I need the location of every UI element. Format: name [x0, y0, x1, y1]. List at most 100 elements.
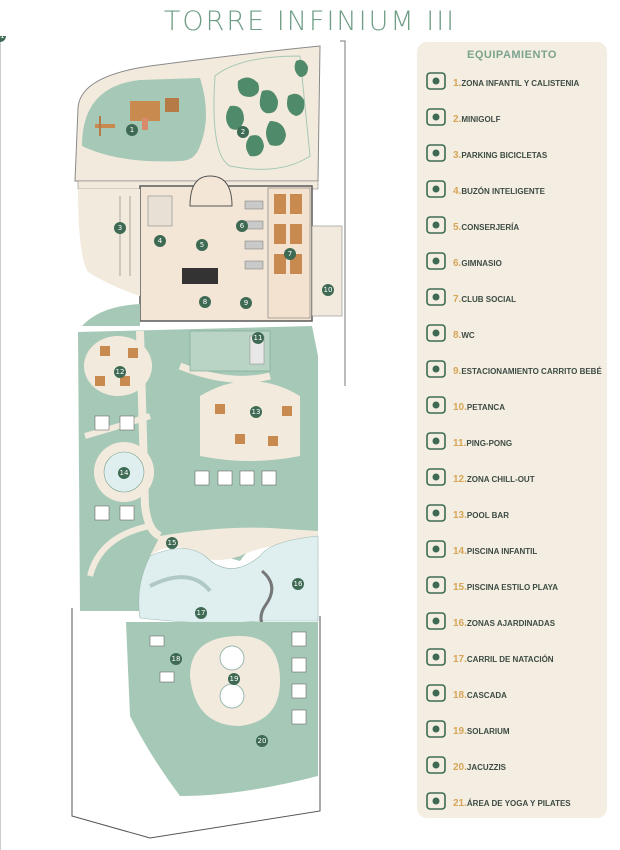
- legend-item-label: 6.GIMNASIO: [453, 258, 502, 269]
- map-marker-20: 20: [256, 735, 268, 747]
- stroller-icon: [423, 356, 453, 387]
- svg-text:1: 1: [130, 126, 134, 134]
- map-marker-19: 19: [228, 673, 240, 685]
- legend-item-number: 16.: [453, 617, 467, 629]
- legend-item-label: 14.PISCINA INFANTIL: [453, 546, 537, 557]
- map-marker-2: 2: [237, 126, 249, 138]
- svg-text:16: 16: [294, 580, 303, 588]
- legend-item-text: PISCINA INFANTIL: [466, 546, 538, 556]
- legend-item-text: PARKING BICICLETAS: [461, 150, 548, 160]
- legend-item-number: 9.: [453, 365, 462, 377]
- legend-item-number: 12.: [453, 473, 467, 485]
- legend-item-text: POOL BAR: [466, 510, 509, 520]
- mailbox-icon: [423, 176, 453, 207]
- stair-block: [147, 195, 173, 227]
- restroom-icon: [423, 320, 453, 351]
- svg-text:17: 17: [197, 609, 206, 617]
- map-marker-3: 3: [114, 222, 126, 234]
- petanca-court: [311, 225, 343, 317]
- map-marker-18: 18: [170, 653, 182, 665]
- legend-item-number: 7.: [453, 293, 462, 305]
- svg-text:10: 10: [324, 286, 333, 294]
- legend-item-number: 18.: [453, 689, 467, 701]
- legend-item-label: 19.SOLARIUM: [453, 726, 510, 737]
- sun-lounger-icon: [423, 716, 453, 747]
- legend-item-number: 19.: [453, 725, 467, 737]
- waterfall-icon: [423, 680, 453, 711]
- legend-item: 8.WC: [423, 320, 605, 350]
- legend-item-number: 20.: [453, 761, 467, 773]
- legend-item-text: CLUB SOCIAL: [461, 294, 517, 304]
- legend-item-label: 13.POOL BAR: [453, 510, 509, 521]
- map-marker-6: 6: [236, 220, 248, 232]
- legend-item-label: 9.ESTACIONAMIENTO CARRITO BEBÉ: [453, 366, 602, 377]
- chill-out-furniture: [95, 346, 138, 386]
- jacuzzi-icon: [423, 752, 453, 783]
- dumbbell-icon: [423, 248, 453, 279]
- legend-item-label: 8.WC: [453, 330, 475, 341]
- legend-item-label: 20.JACUZZIS: [453, 762, 506, 773]
- legend-item: 20.JACUZZIS: [423, 752, 605, 782]
- gym-equipment: [244, 200, 264, 270]
- legend-item-label: 3.PARKING BICICLETAS: [453, 150, 547, 161]
- lotus-icon: [423, 788, 453, 819]
- legend-item-label: 16.ZONAS AJARDINADAS: [453, 618, 555, 629]
- legend-item: 4.BUZÓN INTELIGENTE: [423, 176, 605, 206]
- waterfall: [149, 575, 212, 593]
- svg-text:20: 20: [258, 737, 267, 745]
- legend-item: 13.POOL BAR: [423, 500, 605, 530]
- legend-item-label: 5.CONSERJERÍA: [453, 222, 519, 233]
- playground-equipment: [95, 98, 179, 136]
- legend-item: 10.PETANCA: [423, 392, 605, 422]
- svg-text:21: 21: [0, 36, 4, 40]
- legend-item-number: 1.: [453, 77, 462, 89]
- svg-text:13: 13: [252, 408, 261, 416]
- legend-item: 7.CLUB SOCIAL: [423, 284, 605, 314]
- legend-item-text: PING-PONG: [466, 438, 513, 448]
- pool-bar-area: [200, 381, 300, 461]
- map-marker-8: 8: [199, 296, 211, 308]
- legend-item-text: CASCADA: [466, 690, 507, 700]
- entrance-rotunda: [189, 175, 233, 207]
- pool-bar-tables: [215, 404, 292, 446]
- legend-item-text: WC: [461, 330, 475, 340]
- legend-item-label: 11.PING-PONG: [453, 438, 512, 449]
- site-plan-map: 123456789101112131415161718192021: [0, 36, 346, 850]
- legend-item-label: 18.CASCADA: [453, 690, 507, 701]
- pool-ladder-icon: [423, 572, 453, 603]
- legend-item-number: 13.: [453, 509, 467, 521]
- legend-item-text: CONSERJERÍA: [461, 222, 520, 232]
- legend-item-number: 17.: [453, 653, 467, 665]
- svg-text:6: 6: [240, 222, 245, 230]
- minigolf-greens: [226, 59, 308, 157]
- svg-text:15: 15: [168, 539, 177, 547]
- legend-item-text: PETANCA: [466, 402, 505, 412]
- legend-item-label: 4.BUZÓN INTELIGENTE: [453, 186, 545, 197]
- hedge-garden: [82, 304, 140, 326]
- map-marker-9: 9: [240, 297, 252, 309]
- legend-item-text: CARRIL DE NATACIÓN: [466, 654, 554, 664]
- map-marker-11: 11: [252, 332, 264, 344]
- legend-item: 19.SOLARIUM: [423, 716, 605, 746]
- legend-item: 17.CARRIL DE NATACIÓN: [423, 644, 605, 674]
- beach-pool: [138, 535, 319, 624]
- legend-item-text: ESTACIONAMIENTO CARRITO BEBÉ: [461, 366, 602, 376]
- legend-item-text: JACUZZIS: [466, 762, 507, 772]
- club-icon: [423, 284, 453, 315]
- elevators: [182, 268, 218, 284]
- svg-text:2: 2: [241, 128, 245, 136]
- legend-item: 16.ZONAS AJARDINADAS: [423, 608, 605, 638]
- swimming-wave-icon: [423, 536, 453, 567]
- legend-item-text: GIMNASIO: [461, 258, 502, 268]
- svg-text:11: 11: [254, 334, 263, 342]
- legend-item-label: 12.ZONA CHILL-OUT: [453, 474, 535, 485]
- svg-text:19: 19: [230, 675, 239, 683]
- legend-item-text: ZONA CHILL-OUT: [466, 474, 535, 484]
- legend-item-label: 10.PETANCA: [453, 402, 505, 413]
- legend-item-text: ZONA INFANTIL Y CALISTENIA: [461, 78, 580, 88]
- social-club-tables: [274, 194, 302, 274]
- map-markers: 123456789101112131415161718192021: [0, 36, 334, 747]
- loungers: [149, 631, 307, 725]
- legend-item: 3.PARKING BICICLETAS: [423, 140, 605, 170]
- petanque-icon: [423, 392, 453, 423]
